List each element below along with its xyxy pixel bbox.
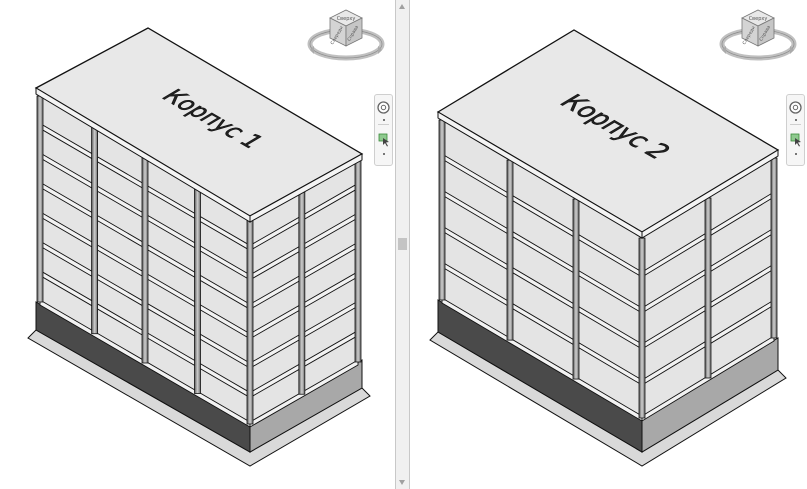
column	[354, 155, 362, 363]
steering-wheel-icon[interactable]	[377, 101, 390, 114]
viewcube-2-rotate-right-icon[interactable]	[790, 46, 794, 54]
building-2-columns	[438, 119, 778, 419]
column	[638, 237, 646, 419]
viewcube-2-rotate-left-icon[interactable]	[722, 46, 726, 54]
steering-wheel-icon[interactable]	[789, 101, 802, 114]
column	[141, 156, 149, 364]
viewport-splitter[interactable]	[395, 0, 410, 489]
column	[572, 198, 580, 380]
splitter-handle[interactable]	[398, 238, 407, 250]
viewcube-1-top-label: Сверху	[337, 16, 356, 22]
building-1-roof	[34, 27, 364, 223]
column	[704, 197, 712, 379]
floor-slab-edge	[641, 335, 775, 422]
navbar-divider	[790, 124, 801, 125]
navbar-separator-dot	[383, 119, 385, 121]
column	[91, 127, 98, 335]
column	[506, 159, 514, 341]
viewcube-1-rotate-right-icon[interactable]	[378, 46, 382, 54]
zoom-region-icon[interactable]	[790, 133, 802, 147]
zoom-region-icon[interactable]	[378, 133, 390, 147]
building-2-model[interactable]: Корпус 2	[410, 0, 807, 489]
viewcube-2[interactable]: Сверху Спереди Справа	[718, 0, 798, 64]
building-2-roof	[436, 29, 780, 239]
building-1-model[interactable]: Корпус 1	[0, 0, 395, 489]
splitter-up-icon[interactable]	[399, 4, 405, 9]
viewcube-2-top-label: Сверху	[749, 16, 768, 22]
viewcube-1[interactable]: Сверху Спереди Справа	[306, 0, 386, 64]
splitter-down-icon[interactable]	[399, 480, 405, 485]
column	[36, 95, 44, 303]
column	[298, 187, 306, 395]
navigation-bar-2	[786, 94, 805, 166]
column	[194, 187, 201, 394]
column	[246, 217, 254, 425]
viewport-2[interactable]: Корпус 2 Сверху Спереди Справа	[410, 0, 807, 489]
viewcube-1-right-face[interactable]	[345, 17, 363, 47]
navbar-dropdown-dot[interactable]	[383, 153, 385, 155]
navbar-dropdown-dot[interactable]	[795, 153, 797, 155]
viewport-1[interactable]: Корпус 1 Сверху Спереди Справа	[0, 0, 395, 489]
navigation-bar-1	[374, 94, 393, 166]
navbar-separator-dot	[795, 119, 797, 121]
column	[438, 119, 446, 301]
column	[770, 157, 778, 339]
viewcube-2-right-face[interactable]	[757, 17, 775, 47]
navbar-divider	[378, 124, 389, 125]
viewcube-1-rotate-left-icon[interactable]	[310, 46, 314, 54]
